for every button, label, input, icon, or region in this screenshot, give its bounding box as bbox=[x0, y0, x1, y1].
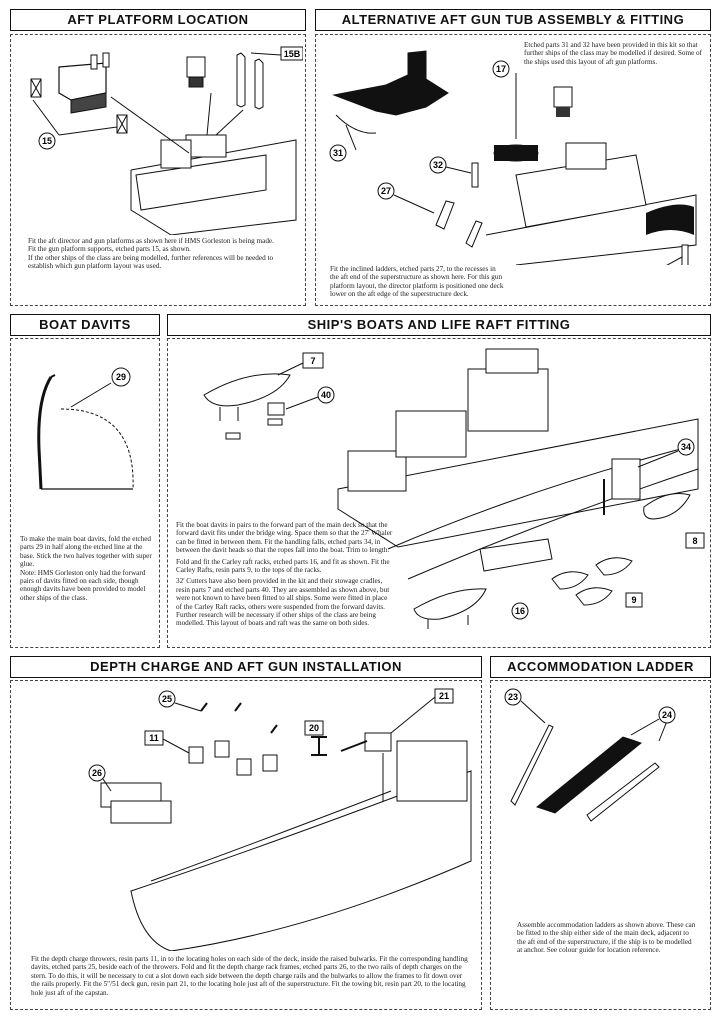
accommodation-ladder-text: Assemble accommodation ladders as shown … bbox=[517, 921, 696, 955]
callout-24: 24 bbox=[662, 710, 672, 720]
callout-23: 23 bbox=[508, 692, 518, 702]
callout-15: 15 bbox=[42, 136, 52, 146]
callout-40: 40 bbox=[321, 390, 331, 400]
alt-gun-tub-text-top: Etched parts 31 and 32 have been provide… bbox=[524, 41, 703, 66]
aft-platform-text: Fit the aft director and gun platforms a… bbox=[28, 237, 274, 271]
callout-26: 26 bbox=[92, 768, 102, 778]
ships-boats-diagram: 7 40 34 8 9 16 bbox=[203, 348, 705, 629]
depth-charge-text: Fit the depth charge throwers, resin par… bbox=[31, 955, 468, 997]
alt-gun-tub-panel: Etched parts 31 and 32 have been provide… bbox=[315, 34, 711, 306]
boat-davits-title: BOAT DAVITS bbox=[10, 314, 160, 336]
callout-31: 31 bbox=[333, 148, 343, 158]
callout-32a: 32 bbox=[433, 160, 443, 170]
alt-gun-tub-diagram: 17 31 32 27 32 bbox=[329, 50, 697, 265]
callout-11: 11 bbox=[149, 733, 159, 743]
callout-8: 8 bbox=[692, 536, 697, 546]
depth-charge-panel: 25 11 20 21 26 Fit the depth charge thro… bbox=[10, 680, 482, 1010]
accommodation-ladder-panel: 23 24 Assemble accommodation ladders as … bbox=[490, 680, 711, 1010]
callout-20: 20 bbox=[309, 723, 319, 733]
callout-34: 34 bbox=[681, 442, 691, 452]
ships-boats-panel: 7 40 34 8 9 16 Fit the bo bbox=[167, 338, 711, 648]
callout-25: 25 bbox=[162, 694, 172, 704]
callout-17: 17 bbox=[496, 64, 506, 74]
ladder-diagram: 23 24 bbox=[504, 688, 676, 822]
callout-27: 27 bbox=[381, 186, 391, 196]
ships-boats-text: Fit the boat davits in pairs to the forw… bbox=[176, 521, 393, 628]
aft-platform-diagram: 15B 15 bbox=[30, 46, 303, 235]
aft-platform-title: AFT PLATFORM LOCATION bbox=[10, 9, 306, 31]
accommodation-ladder-title: ACCOMMODATION LADDER bbox=[490, 656, 711, 678]
alt-gun-tub-title: ALTERNATIVE AFT GUN TUB ASSEMBLY & FITTI… bbox=[315, 9, 711, 31]
depth-charge-title: DEPTH CHARGE AND AFT GUN INSTALLATION bbox=[10, 656, 482, 678]
aft-platform-panel: 15B 15 Fit the aft director and gun plat… bbox=[10, 34, 306, 306]
depth-charge-diagram: 25 11 20 21 26 bbox=[88, 688, 472, 951]
callout-9: 9 bbox=[631, 595, 636, 605]
callout-15b: 15B bbox=[284, 49, 301, 59]
ships-boats-title: SHIP'S BOATS AND LIFE RAFT FITTING bbox=[167, 314, 711, 336]
boat-davits-panel: 29 To make the main boat davits, fold th… bbox=[10, 338, 160, 648]
alt-gun-tub-text-bottom: Fit the inclined ladders, etched parts 2… bbox=[330, 265, 504, 299]
callout-16: 16 bbox=[515, 606, 525, 616]
boat-davits-text: To make the main boat davits, fold the e… bbox=[20, 535, 152, 602]
callout-29: 29 bbox=[116, 372, 126, 382]
callout-7: 7 bbox=[310, 356, 315, 366]
callout-21: 21 bbox=[439, 691, 449, 701]
davit-diagram: 29 bbox=[37, 367, 134, 490]
